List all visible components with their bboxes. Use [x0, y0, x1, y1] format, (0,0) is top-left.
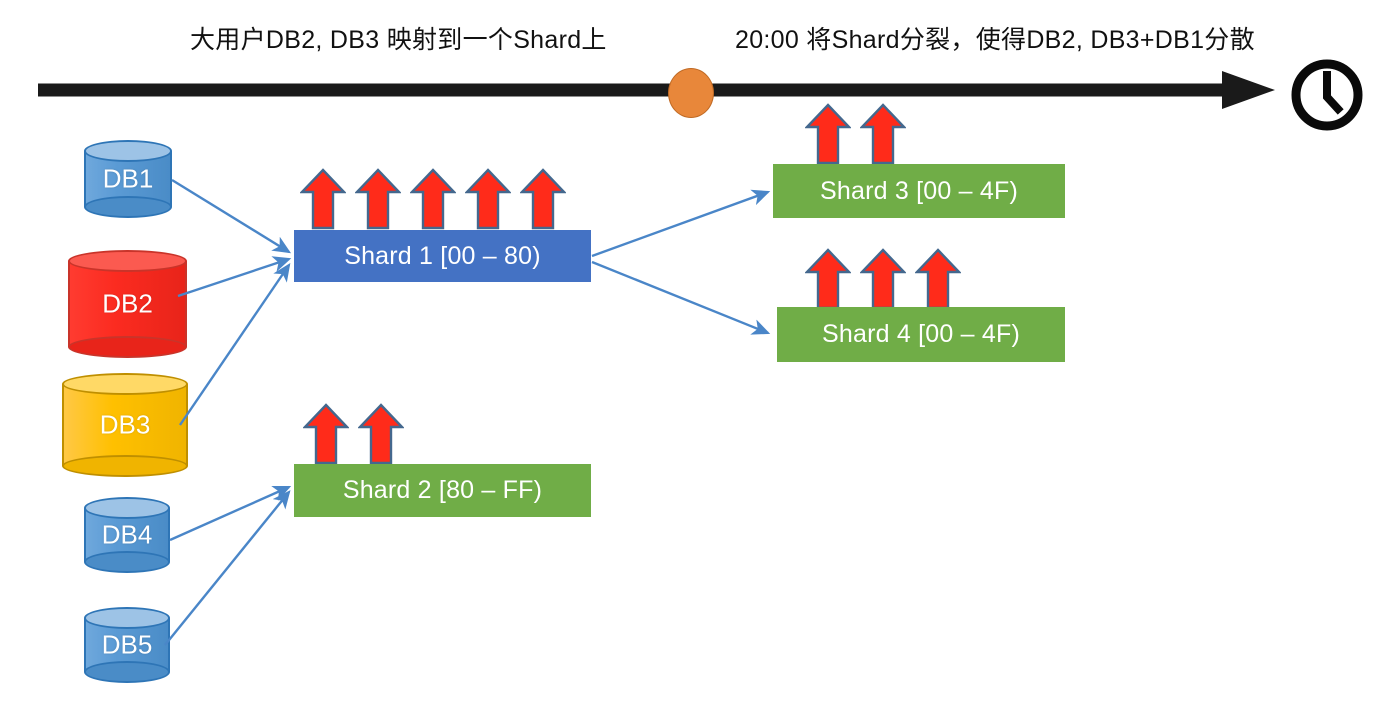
shard-box-shard4[interactable]: Shard 4 [00 – 4F): [777, 307, 1065, 362]
cylinder-top: [68, 250, 187, 272]
timeline-event-marker[interactable]: [668, 68, 714, 118]
load-arrow-icon: [465, 168, 511, 230]
shard-label: Shard 2 [80 – FF): [342, 476, 543, 504]
load-arrow-icon: [860, 248, 906, 310]
database-label: DB2: [102, 288, 153, 319]
load-arrow-icon: [860, 103, 906, 165]
load-arrow-icon: [805, 103, 851, 165]
timeline-axis: [38, 71, 1275, 109]
connector-db2-shard1: [177, 256, 292, 298]
database-label: DB4: [101, 519, 153, 550]
cylinder-body: [68, 261, 187, 347]
cylinder-top: [84, 497, 170, 519]
cylinder-top: [84, 140, 172, 162]
database-db5[interactable]: DB5: [84, 607, 170, 683]
load-arrow-icon: [300, 168, 346, 230]
cylinder-top: [84, 607, 170, 629]
cylinder-bottom: [84, 196, 172, 218]
cylinder-top: [62, 373, 188, 395]
title-left: 大用户DB2, DB3 映射到一个Shard上: [190, 26, 607, 54]
database-label: DB5: [101, 629, 153, 660]
cylinder-bottom: [84, 661, 170, 683]
cylinder-bottom: [68, 336, 187, 358]
connector-shard1-shard3: [591, 189, 771, 258]
database-label: DB3: [99, 409, 151, 440]
load-arrow-icon: [520, 168, 566, 230]
load-arrow-icon: [915, 248, 961, 310]
database-label: DB1: [102, 163, 154, 194]
load-arrows-shard1: [300, 168, 575, 230]
connector-db3-shard1: [179, 263, 291, 426]
cylinder-bottom: [62, 455, 188, 477]
shard-label: Shard 1 [00 – 80): [344, 241, 541, 270]
connector-db5-shard2: [164, 490, 291, 646]
load-arrows-shard2: [303, 403, 413, 465]
shard-box-shard3[interactable]: Shard 3 [00 – 4F): [773, 164, 1065, 218]
database-db2[interactable]: DB2: [68, 250, 187, 358]
shard-label: Shard 4 [00 – 4F): [822, 320, 1020, 348]
database-db1[interactable]: DB1: [84, 140, 172, 218]
load-arrow-icon: [410, 168, 456, 230]
clock-icon: [1291, 59, 1363, 131]
load-arrow-icon: [805, 248, 851, 310]
load-arrows-shard3: [805, 103, 915, 165]
connector-db1-shard1: [171, 178, 292, 254]
database-db4[interactable]: DB4: [84, 497, 170, 573]
cylinder-body: [62, 384, 188, 466]
shard-box-shard2[interactable]: Shard 2 [80 – FF): [294, 464, 591, 517]
load-arrow-icon: [358, 403, 404, 465]
load-arrows-shard4: [805, 248, 970, 310]
title-right: 20:00 将Shard分裂，使得DB2, DB3+DB1分散: [735, 26, 1255, 54]
shard-label: Shard 3 [00 – 4F): [820, 176, 1018, 205]
connector-shard1-shard4: [591, 260, 771, 335]
connector-db4-shard2: [169, 485, 292, 542]
shard-box-shard1[interactable]: Shard 1 [00 – 80): [294, 230, 591, 282]
load-arrow-icon: [303, 403, 349, 465]
database-db3[interactable]: DB3: [62, 373, 188, 477]
cylinder-bottom: [84, 551, 170, 573]
load-arrow-icon: [355, 168, 401, 230]
